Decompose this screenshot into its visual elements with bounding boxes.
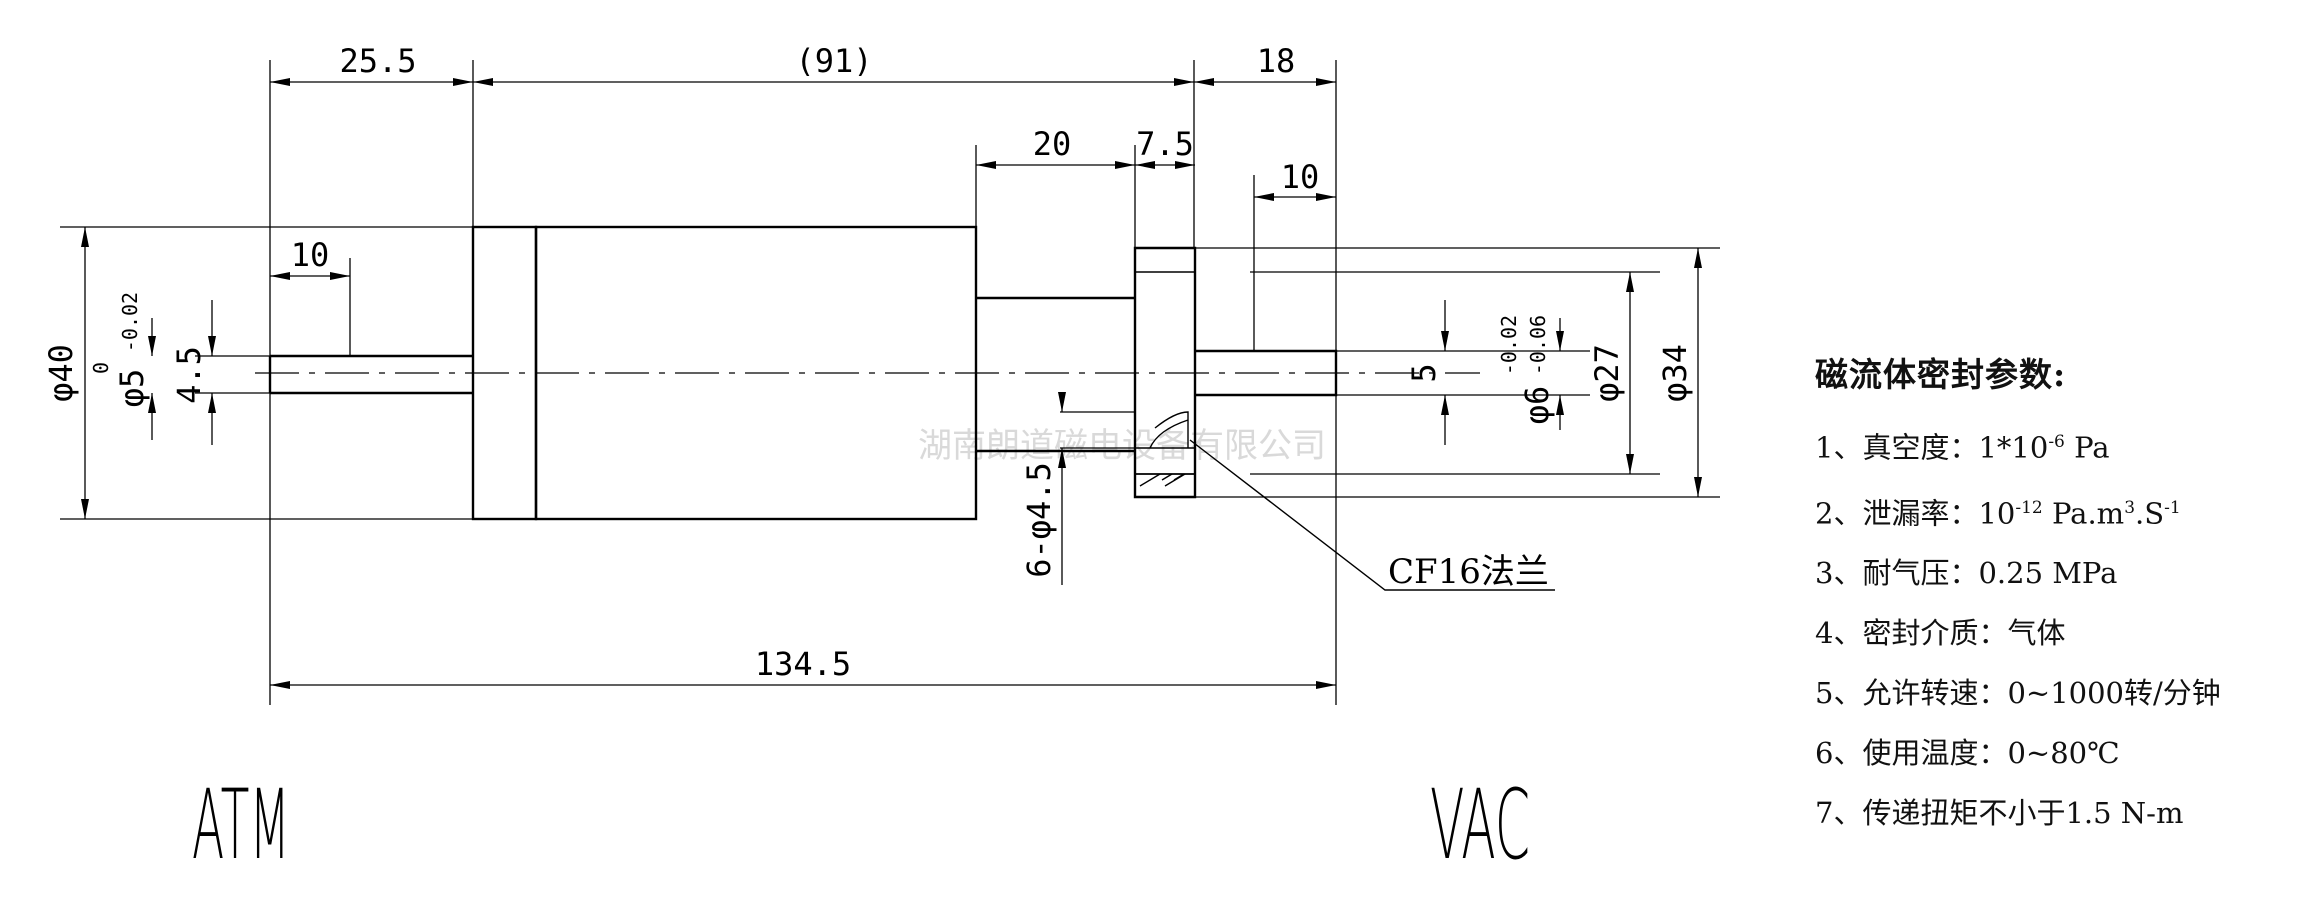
param-value: 10 xyxy=(1978,496,2016,531)
param-row-pressure: 3、耐气压：0.25 MPa xyxy=(1815,543,2285,603)
param-value: 气体 xyxy=(2007,616,2066,651)
dim-10-right: 10 xyxy=(1281,158,1320,196)
dim-7-5: 7.5 xyxy=(1136,125,1194,163)
dim-phi6-tol-lower: -0.06 xyxy=(1526,315,1550,375)
param-row-torque: 7、传递扭矩不小于1.5 N-m xyxy=(1815,783,2285,843)
param-row-speed: 5、允许转速：0~1000转/分钟 xyxy=(1815,663,2285,723)
shaft-assembly: CF16法兰 xyxy=(255,225,1555,592)
vac-label: VAC xyxy=(1430,769,1530,881)
dim-phi27: φ27 xyxy=(1588,344,1626,402)
param-value: 0~80℃ xyxy=(2007,736,2120,771)
param-exponent: 3 xyxy=(2124,497,2136,518)
param-value: 0~1000转/分钟 xyxy=(2007,676,2221,711)
param-value: 1*10 xyxy=(1978,430,2049,465)
dim-134-5: 134.5 xyxy=(755,645,851,683)
param-row-leak-rate: 2、泄漏率：10-12 Pa.m3.S-1 xyxy=(1815,478,2285,544)
param-value: 0.25 MPa xyxy=(1978,556,2118,591)
param-prefix: 3、耐气压： xyxy=(1815,556,1979,591)
dim-20: 20 xyxy=(1033,125,1072,163)
cf16-flange-label: CF16法兰 xyxy=(1388,552,1549,592)
dim-10-left: 10 xyxy=(291,236,330,274)
dim-phi5-tol-lower: -0.02 xyxy=(118,292,142,352)
dim-91: (91) xyxy=(795,42,872,80)
dim-phi5: φ5 xyxy=(113,369,151,408)
dim-4-5: 4.5 xyxy=(170,346,208,404)
param-row-vacuum: 1、真空度：1*10-6 Pa xyxy=(1815,412,2285,478)
param-prefix: 2、泄漏率： xyxy=(1815,496,1979,531)
param-prefix: 7、传递扭矩不小于 xyxy=(1815,796,2066,831)
param-exponent: -6 xyxy=(2048,432,2065,452)
dim-25-5: 25.5 xyxy=(339,42,416,80)
param-value: 1.5 N-m xyxy=(2065,796,2184,831)
param-exponent: -1 xyxy=(2164,497,2181,518)
atm-label: ATM xyxy=(192,769,290,881)
param-prefix: 4、密封介质： xyxy=(1815,616,2008,651)
param-unit: Pa.m xyxy=(2042,496,2125,531)
seal-parameters-title: 磁流体密封参数: xyxy=(1815,355,2067,394)
dim-18: 18 xyxy=(1257,42,1296,80)
dim-phi40: φ40 xyxy=(42,344,80,402)
dimension-lines xyxy=(81,78,1702,689)
param-exponent: -12 xyxy=(2015,497,2043,518)
seal-parameters-panel: 磁流体密封参数: 1、真空度：1*10-6 Pa 2、泄漏率：10-12 Pa.… xyxy=(1815,348,2285,843)
param-prefix: 6、使用温度： xyxy=(1815,736,2008,771)
watermark-text: 湖南朗道磁电设备有限公司 xyxy=(918,426,1326,466)
dim-phi6: φ6 xyxy=(1518,386,1556,425)
dimension-texts: 25.5 (91) 18 20 7.5 10 10 134.5 φ40 φ5 0… xyxy=(42,42,1694,683)
param-unit: .S xyxy=(2135,496,2165,531)
param-row-temperature: 6、使用温度：0~80℃ xyxy=(1815,723,2285,783)
dim-phi5-tol-upper: 0 xyxy=(89,362,113,374)
dim-holes: 6-φ4.5 xyxy=(1020,462,1058,578)
dim-5: 5 xyxy=(1405,363,1443,382)
param-unit: Pa xyxy=(2064,430,2110,465)
extension-lines xyxy=(60,60,1720,705)
dim-phi6-tol-upper: -0.02 xyxy=(1497,315,1521,375)
param-row-medium: 4、密封介质：气体 xyxy=(1815,603,2285,663)
dim-phi34: φ34 xyxy=(1656,344,1694,402)
param-prefix: 1、真空度： xyxy=(1815,430,1979,465)
param-prefix: 5、允许转速： xyxy=(1815,676,2008,711)
